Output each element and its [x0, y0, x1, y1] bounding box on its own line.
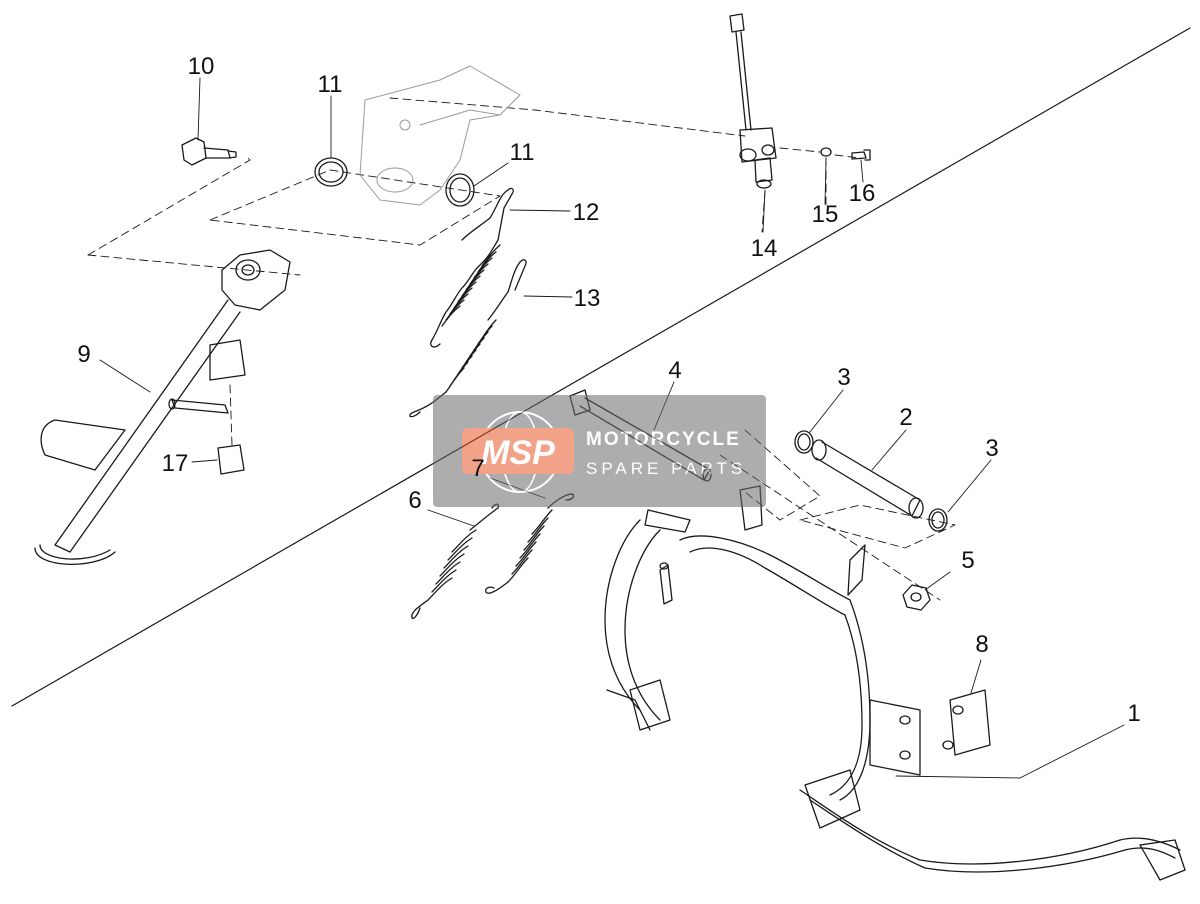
watermark-title: MOTORCYCLE: [586, 429, 741, 450]
callout-14: 14: [751, 235, 778, 262]
callout-11a: 11: [318, 71, 343, 98]
part-1-center-stand: [604, 485, 1186, 881]
watermark: MSP MOTORCYCLE SPARE PARTS: [433, 395, 766, 507]
callout-1: 1: [1127, 700, 1140, 727]
part-2-shaft: [811, 439, 924, 519]
callout-6: 6: [408, 487, 421, 514]
part-6-spring: [411, 503, 500, 620]
part-3-ring-left: [794, 430, 814, 454]
part-11-ring-b: [445, 173, 475, 207]
callout-7: 7: [471, 455, 484, 482]
part-10-bolt: [181, 137, 237, 166]
part-9-side-stand: [34, 249, 291, 565]
part-11-ring-a-inner: [318, 161, 344, 183]
watermark-box: [433, 395, 766, 507]
frame-bracket: [359, 65, 521, 206]
callout-12: 12: [573, 199, 600, 226]
callout-13: 13: [574, 285, 601, 312]
part-15-washer: [820, 147, 832, 157]
part-5-nut: [902, 584, 931, 611]
callout-2: 2: [899, 404, 912, 431]
part-11-ring-b-inner: [449, 177, 471, 203]
callout-5: 5: [961, 547, 974, 574]
divider-line: [11, 27, 1191, 707]
part-14-switch: [729, 13, 777, 189]
part-5-nut-hole: [910, 592, 922, 602]
callout-16: 16: [849, 180, 876, 207]
callout-11b: 11: [510, 139, 535, 166]
callout-3b: 3: [985, 435, 998, 462]
part-13-spring: [409, 259, 527, 418]
part-16-screw: [851, 149, 871, 161]
callout-labels: 1 2 3 3 4 5 6 7 8 9 10 11 11 12 13 14 15…: [77, 53, 1140, 727]
callout-10: 10: [188, 53, 215, 80]
part-8-pad: [942, 689, 991, 756]
callout-4: 4: [668, 357, 681, 384]
callout-9: 9: [77, 341, 90, 368]
callout-15: 15: [812, 201, 839, 228]
watermark-logo-badge: [462, 428, 574, 474]
callout-3a: 3: [837, 364, 850, 391]
callout-8: 8: [975, 631, 988, 658]
part-12-spring: [430, 187, 514, 348]
part-3-ring-right-inner: [931, 511, 945, 529]
watermark-subtitle: SPARE PARTS: [586, 459, 746, 478]
part-3-ring-left-inner: [797, 433, 811, 451]
assembly-lines: [87, 97, 956, 601]
callout-17: 17: [162, 450, 189, 477]
part-17-pad: [217, 444, 245, 475]
part-3-ring-right: [928, 508, 948, 532]
part-7-spring: [484, 493, 575, 594]
watermark-logo: MSP: [481, 434, 555, 472]
